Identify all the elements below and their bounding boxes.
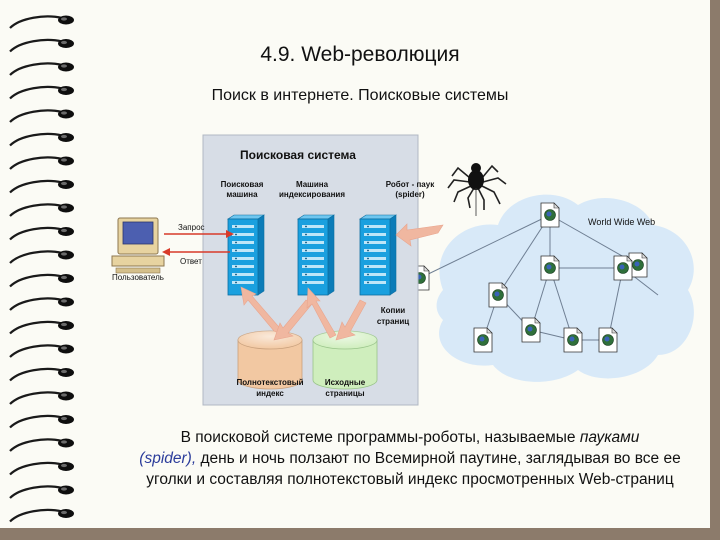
web-page-icon [613,255,633,281]
user-computer-icon [111,217,165,274]
page-subtitle: Поиск в интернете. Поисковые системы [211,87,509,104]
server-indexing-machine [297,214,335,296]
arrow-source-to-indexing [306,287,337,339]
arrow-robot-to-source [335,299,367,341]
source-pages-label-2: страницы [325,389,364,398]
search-machine-label-1: Поисковая [221,180,264,189]
server-robot [359,214,397,296]
answer-label: Ответ [180,257,202,266]
web-page-icon [540,255,560,281]
web-page-icon [540,202,560,228]
caption-em-spider: (spider), [139,450,197,467]
source-pages-label-1: Исходные [325,378,366,387]
www-label: World Wide Web [588,217,655,227]
frame-right [710,0,720,540]
caption-em-spiders: пауками [579,429,640,446]
spider-icon [447,163,507,216]
answer-arrow [162,248,230,256]
fulltext-index-db [237,330,303,390]
robot-label-2: (spider) [395,190,425,199]
arrow-web-to-robot [395,223,444,247]
page-title: 4.9. Web-революция [260,43,460,66]
caption-part-1: В поисковой системе программы-роботы, на… [180,429,580,446]
web-page-icon [521,317,541,343]
search-machine-label-2: машина [226,190,258,199]
fulltext-index-label-2: индекс [256,389,284,398]
robot-label-1: Робот - паук [386,180,435,189]
web-page-icon [563,327,583,353]
copies-label-2: страниц [377,317,409,326]
frame-bottom [0,528,720,540]
arrow-indexing-to-fulltext [273,299,313,341]
web-pages [410,202,648,353]
caption-part-2: день и ночь ползают по Всемирной паутине… [146,450,681,488]
flow-arrows [240,223,444,341]
www-cloud [436,194,694,382]
indexing-machine-label-2: индексирования [279,190,345,199]
search-engine-diagram: Поисковая система Поисковая машина Машин… [111,134,694,406]
request-arrow [164,230,234,238]
spiral-binding [9,15,74,523]
fulltext-index-label-1: Полнотекстовый [236,378,303,387]
web-page-icon [598,327,618,353]
search-system-label: Поисковая система [240,148,356,162]
web-page-icon [628,252,648,278]
copies-label-1: Копии [381,306,406,315]
caption-text: В поисковой системе программы-роботы, на… [120,427,700,490]
indexing-machine-label-1: Машина [296,180,329,189]
request-label: Запрос [178,223,205,232]
web-page-icon [473,327,493,353]
web-page-icon [488,282,508,308]
server-search-machine [227,214,265,296]
user-label: Пользователь [112,273,164,282]
